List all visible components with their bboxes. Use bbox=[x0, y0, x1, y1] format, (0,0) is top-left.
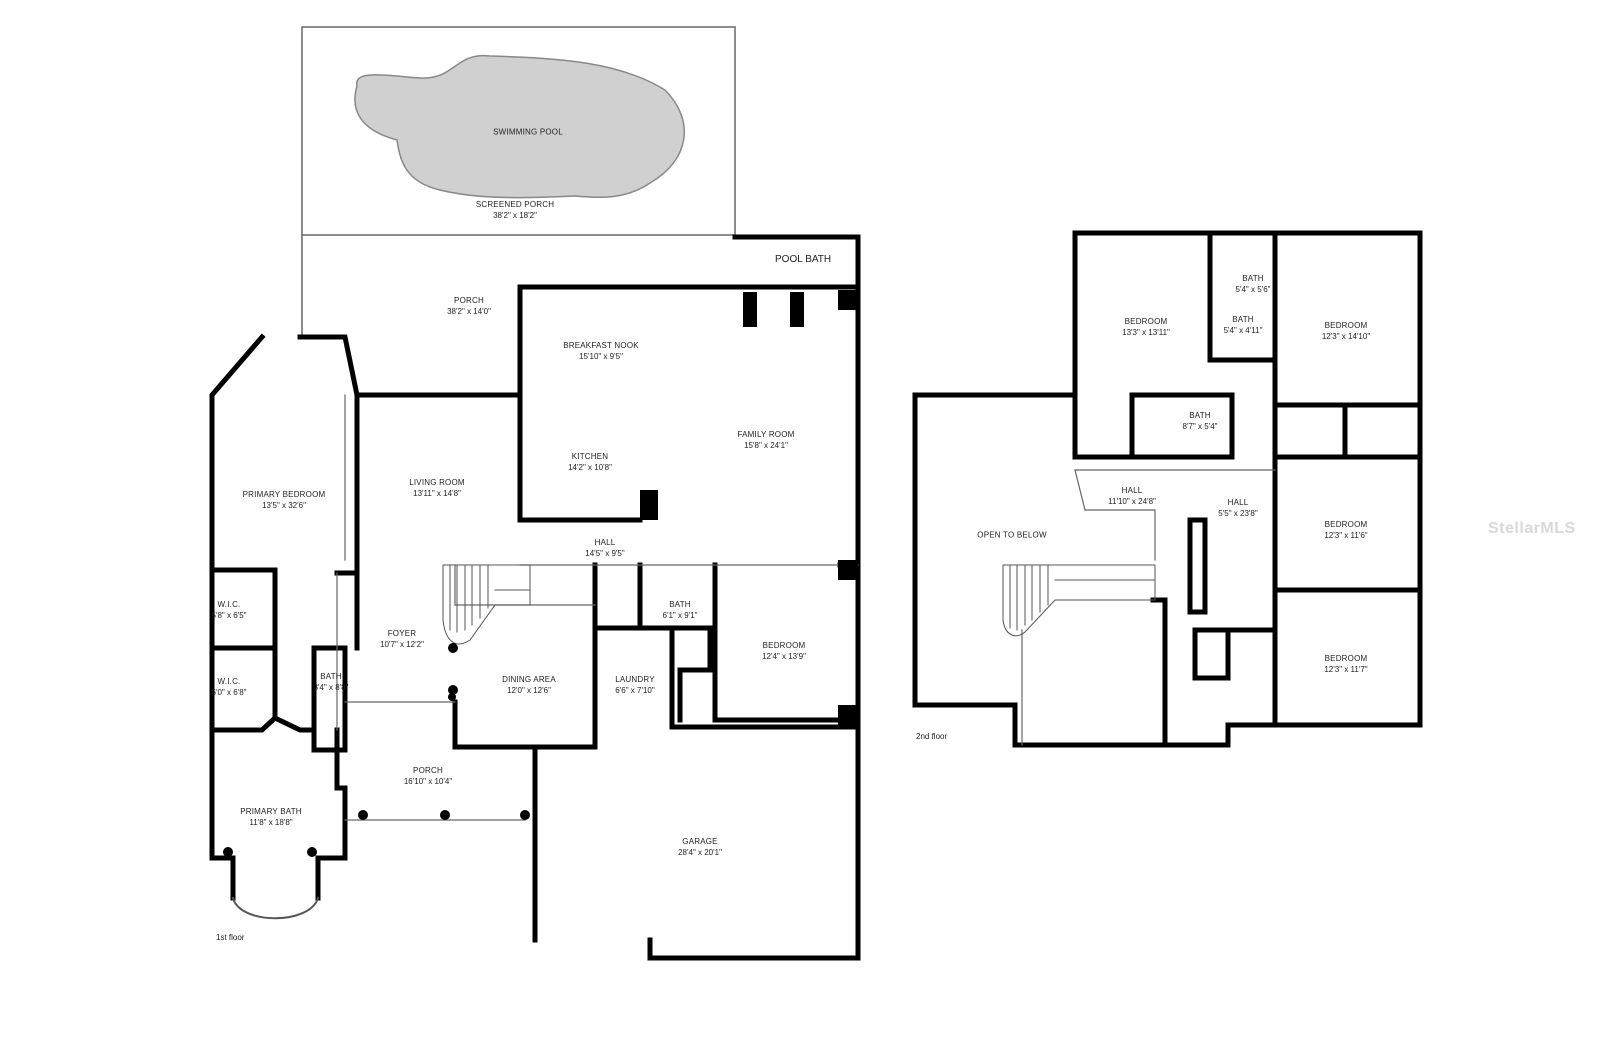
columns bbox=[223, 290, 858, 857]
screened-porch-outline bbox=[301, 26, 736, 338]
watermark: StellarMLS bbox=[1488, 520, 1576, 537]
label-wic-2: W.I.C.6'0" x 6'8" bbox=[211, 677, 247, 697]
second-floor-walls bbox=[912, 230, 1423, 748]
label-open-to-below: OPEN TO BELOW bbox=[977, 530, 1047, 540]
primary-bath-bay bbox=[231, 896, 320, 920]
label-pool-bath: POOL BATH bbox=[775, 254, 832, 265]
floor-label-first: 1st floor bbox=[216, 933, 245, 942]
first-floor-walls bbox=[209, 234, 861, 961]
swimming-pool-shape bbox=[354, 54, 686, 199]
second-floor-thin bbox=[1021, 469, 1276, 746]
label-swimming-pool: SWIMMING POOL bbox=[493, 127, 563, 137]
first-floor-stairs bbox=[442, 564, 531, 645]
floor-label-second: 2nd floor bbox=[916, 732, 948, 741]
label-wic-1: W.I.C.5'8" x 6'5" bbox=[211, 600, 247, 620]
second-floor-stairs bbox=[1002, 564, 1156, 637]
